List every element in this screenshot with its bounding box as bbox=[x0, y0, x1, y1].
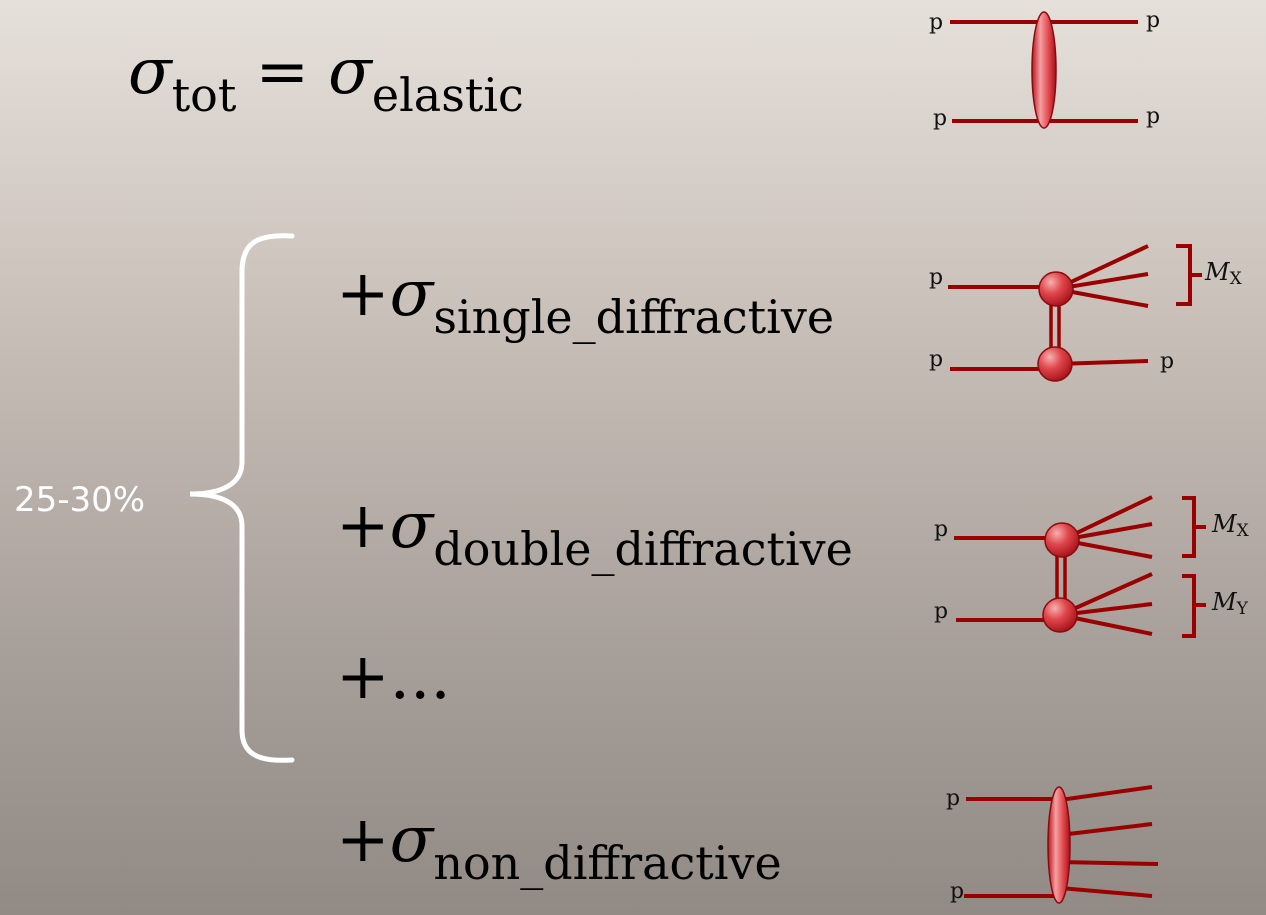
plus-sign: + bbox=[336, 489, 390, 563]
non-diffractive-subscript: non_diffractive bbox=[433, 836, 782, 890]
non-diffractive-term: +σnon_diffractive bbox=[336, 808, 782, 886]
vertex-blob bbox=[1037, 346, 1073, 382]
vertex-blob bbox=[1042, 597, 1078, 633]
proton-label: p bbox=[1146, 104, 1160, 129]
mass-bracket bbox=[1176, 244, 1202, 306]
further-terms: +... bbox=[336, 645, 451, 709]
sigma-symbol: σ bbox=[128, 35, 172, 109]
double-diffractive-term: +σdouble_diffractive bbox=[336, 494, 853, 572]
proton-label: p bbox=[950, 879, 964, 904]
mass-bracket bbox=[1182, 496, 1206, 558]
mass-x-label: MX bbox=[1204, 258, 1243, 289]
outgoing-line bbox=[1059, 822, 1153, 837]
sigma-symbol: σ bbox=[389, 489, 434, 563]
non-diffractive-diagram: p p bbox=[946, 785, 1159, 904]
elastic-subscript: elastic bbox=[371, 68, 524, 122]
proton-label: p bbox=[1146, 8, 1160, 33]
proton-label: p bbox=[929, 347, 943, 372]
total-cross-section-term: σtot = σelastic bbox=[128, 40, 524, 118]
curly-brace-icon bbox=[189, 233, 295, 763]
equals-sign: = bbox=[255, 35, 310, 109]
single-diffractive-diagram: MX p p p bbox=[929, 244, 1243, 382]
single-diffractive-term: +σsingle_diffractive bbox=[336, 262, 834, 340]
double-diffractive-subscript: double_diffractive bbox=[433, 522, 853, 576]
mass-bracket bbox=[1182, 574, 1206, 638]
sigma-symbol: σ bbox=[389, 803, 434, 877]
mass-y-label: MY bbox=[1211, 588, 1249, 619]
double-diffractive-diagram: MX MY p p bbox=[934, 495, 1250, 638]
plus-sign: + bbox=[336, 257, 390, 331]
single-diffractive-subscript: single_diffractive bbox=[433, 290, 835, 344]
interaction-blob bbox=[1047, 786, 1071, 904]
proton-label: p bbox=[934, 517, 948, 542]
tot-subscript: tot bbox=[171, 68, 237, 122]
proton-label: p bbox=[946, 786, 960, 811]
proton-label: p bbox=[929, 10, 943, 35]
sigma-symbol: σ bbox=[389, 257, 434, 331]
interaction-blob bbox=[1031, 11, 1057, 129]
proton-label: p bbox=[1160, 349, 1174, 374]
vertex-blob bbox=[1044, 522, 1080, 558]
proton-label: p bbox=[929, 265, 943, 290]
vertex-blob bbox=[1038, 271, 1074, 307]
outgoing-line bbox=[1059, 785, 1153, 802]
proton-label: p bbox=[934, 599, 948, 624]
sigma-symbol: σ bbox=[328, 35, 372, 109]
outgoing-line bbox=[1059, 886, 1153, 898]
plus-sign: + bbox=[336, 803, 390, 877]
diffractive-fraction-label: 25-30% bbox=[14, 480, 146, 520]
elastic-scattering-diagram: p p p p bbox=[929, 8, 1160, 131]
proton-label: p bbox=[933, 106, 947, 131]
mass-x-label: MX bbox=[1211, 510, 1250, 541]
outgoing-line bbox=[1059, 860, 1159, 866]
plus-ellipsis: +... bbox=[336, 640, 451, 714]
